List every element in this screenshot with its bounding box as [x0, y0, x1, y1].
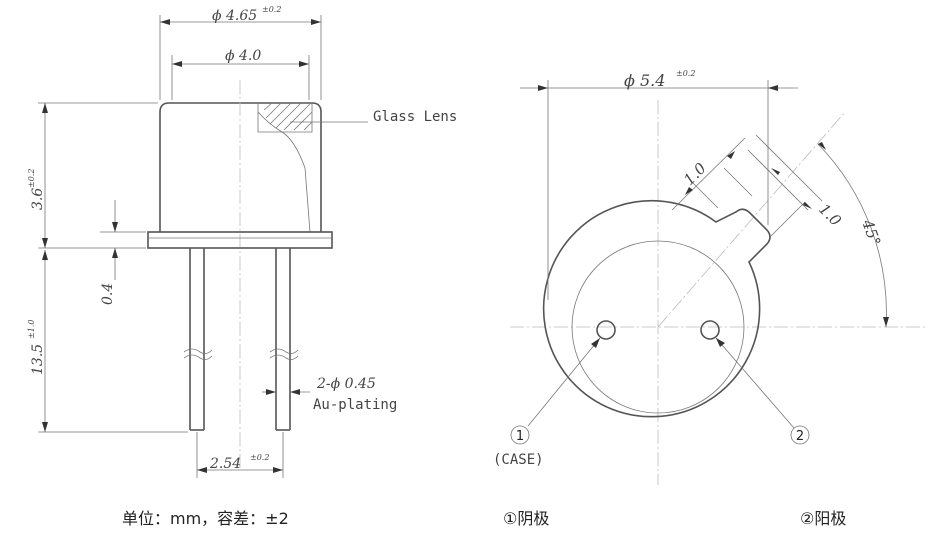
- cap-height-tolerance: ±0.2: [27, 169, 36, 188]
- lead-diameter-value: 2-ϕ 0.45: [316, 376, 376, 392]
- lead-1: [183, 248, 213, 431]
- dim-flange-diameter: ϕ 5.4 ±0.2: [520, 69, 798, 300]
- dim-lead-spacing: 2.54 ±0.2: [196, 432, 284, 478]
- tab-length-value: 1.0: [815, 200, 845, 230]
- dim-lead-diameter: 2-ϕ 0.45 Au-plating: [262, 376, 397, 413]
- pin-2-number: 2: [796, 429, 804, 444]
- lead-spacing-tolerance: ±0.2: [250, 453, 269, 462]
- flange-diameter-tolerance: ±0.2: [676, 69, 695, 78]
- lead-spacing-value: 2.54: [209, 456, 241, 472]
- lead-2: [269, 248, 299, 431]
- dim-cap-height: 3.6 ±0.2: [27, 102, 158, 249]
- pin-1-case-label: (CASE): [493, 452, 544, 468]
- pin-1-number: 1: [516, 429, 524, 444]
- dim-outer-diameter: ϕ 4.65 ±0.2: [159, 5, 322, 100]
- pin-2-hole: [700, 320, 720, 340]
- glass-lens-hatch: [257, 102, 313, 233]
- bottom-view: ϕ 5.4 ±0.2 1.0 1.0: [493, 69, 925, 485]
- dim-lead-length: 13.5 ±1.0: [27, 250, 188, 433]
- pin-2-callout: 2: [715, 337, 810, 445]
- lead-length-value: 13.5: [30, 344, 46, 375]
- dim-flange-thickness: 0.4: [100, 200, 146, 305]
- pin-1-callout: 1 (CASE): [493, 337, 601, 468]
- dim-tab-angle: 45°: [817, 142, 889, 328]
- lead-length-tolerance: ±1.0: [27, 320, 36, 339]
- pin-2-legend: ②阳极: [800, 509, 846, 528]
- side-view: ϕ 4.65 ±0.2 ϕ 4.0 Glass Lens 3.6 ±: [27, 5, 457, 478]
- flange-outline-with-tab: [542, 199, 771, 418]
- dim-tab-length: 1.0: [747, 134, 845, 238]
- pin-1-hole: [596, 320, 616, 340]
- dim-inner-diameter: ϕ 4.0: [171, 48, 310, 100]
- tab-45-centerline: [657, 111, 846, 328]
- dim-tab-width: 1.0: [671, 137, 753, 211]
- inner-diameter-value: ϕ 4.0: [225, 48, 261, 64]
- glass-lens-callout: Glass Lens: [290, 109, 457, 125]
- tab-width-value: 1.0: [680, 159, 710, 189]
- cap-circle: [571, 240, 745, 414]
- flange-thickness-value: 0.4: [100, 283, 116, 305]
- flange: [147, 231, 333, 249]
- cap-height-value: 3.6: [30, 188, 46, 210]
- cap-outline: [159, 102, 322, 232]
- lead-plating-label: Au-plating: [313, 397, 397, 413]
- outer-diameter-tolerance: ±0.2: [262, 5, 281, 14]
- flange-diameter-value: ϕ 5.4: [624, 71, 665, 90]
- outer-diameter-value: ϕ 4.65: [212, 8, 257, 24]
- footer-notes: 单位：mm，容差：±2 ①阴极 ②阳极: [122, 509, 846, 528]
- units-note: 单位：mm，容差：±2: [122, 509, 289, 528]
- tab-angle-value: 45°: [858, 216, 884, 248]
- pin-1-legend: ①阴极: [503, 509, 549, 528]
- glass-lens-label: Glass Lens: [373, 109, 457, 125]
